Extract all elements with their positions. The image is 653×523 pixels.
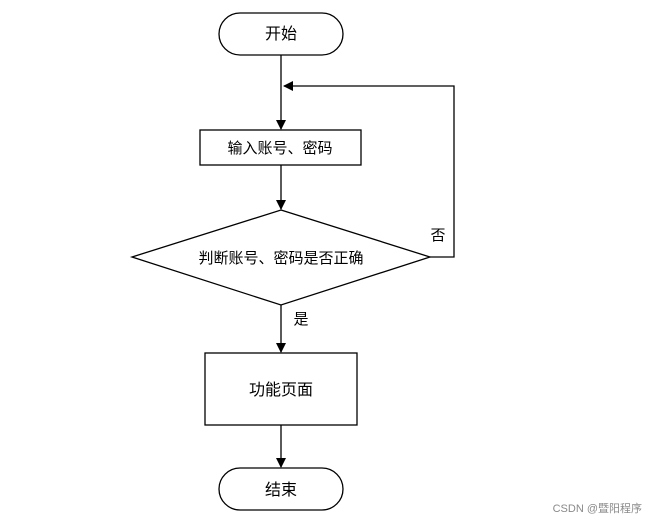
branch-yes-label: 是 <box>293 310 308 328</box>
branch-no-label: 否 <box>430 226 445 244</box>
function-node: 功能页面 <box>204 352 358 426</box>
arrow-loop-back <box>283 81 455 258</box>
decision-node: 判断账号、密码是否正确 <box>129 209 433 306</box>
end-label: 结束 <box>265 480 297 499</box>
function-label: 功能页面 <box>249 380 313 399</box>
start-node: 开始 <box>218 12 344 56</box>
input-node: 输入账号、密码 <box>199 129 362 166</box>
input-label: 输入账号、密码 <box>227 139 332 157</box>
end-node: 结束 <box>218 467 344 511</box>
watermark-text: CSDN @暨阳程序 <box>553 501 642 515</box>
decision-label: 判断账号、密码是否正确 <box>198 249 363 267</box>
start-label: 开始 <box>265 24 297 43</box>
